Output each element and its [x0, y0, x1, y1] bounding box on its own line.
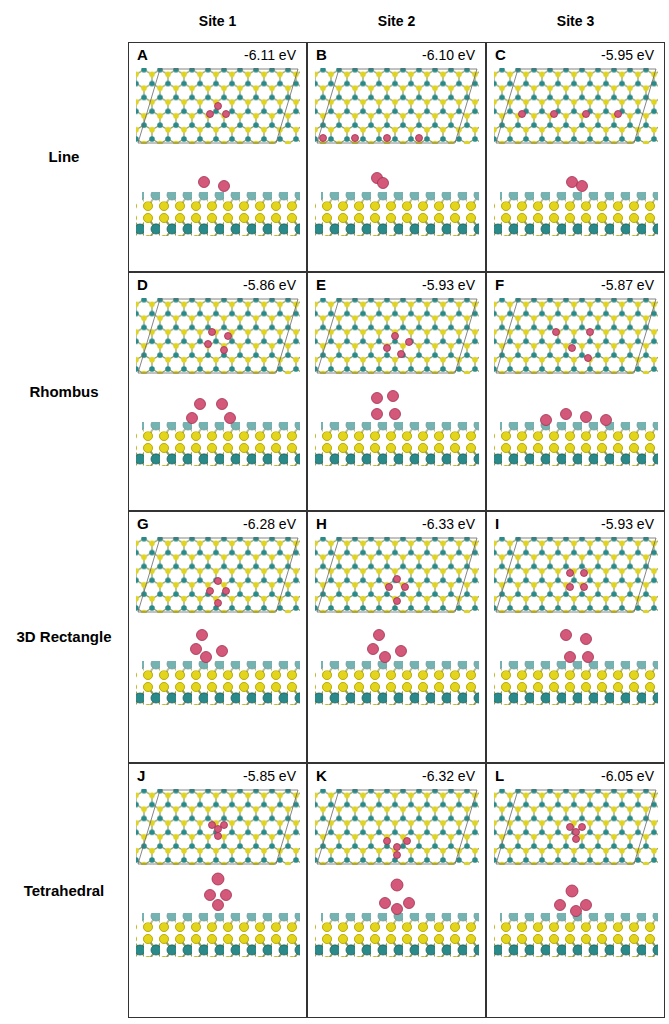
- column-header: Site 2: [376, 13, 417, 29]
- panel-art: [494, 68, 658, 236]
- energy-value: -5.86 eV: [241, 277, 298, 293]
- panel-letter: H: [314, 515, 329, 532]
- structure-panel: J -5.85 eV: [128, 763, 307, 1018]
- energy-value: -5.95 eV: [599, 47, 656, 63]
- panel-letter: A: [135, 46, 150, 63]
- structure-panel: D -5.86 eV: [128, 272, 307, 511]
- panel-art: [136, 789, 300, 957]
- structure-panel: A -6.11 eV: [128, 42, 307, 272]
- energy-value: -6.05 eV: [599, 768, 656, 784]
- row-label: Line: [47, 148, 82, 165]
- energy-value: -5.93 eV: [420, 277, 477, 293]
- energy-value: -5.85 eV: [241, 768, 298, 784]
- panel-letter: C: [493, 46, 508, 63]
- panel-art: [494, 789, 658, 957]
- column-header: Site 3: [555, 13, 596, 29]
- panel-art: [494, 298, 658, 466]
- row-label: Rhombus: [27, 383, 100, 400]
- row-label: Tetrahedral: [22, 882, 107, 899]
- energy-value: -5.87 eV: [599, 277, 656, 293]
- structure-panel: L -6.05 eV: [486, 763, 665, 1018]
- panel-letter: I: [493, 515, 501, 532]
- panel-art: [136, 68, 300, 236]
- panel-letter: G: [135, 515, 151, 532]
- structure-panel: E -5.93 eV: [307, 272, 486, 511]
- panel-art: [136, 298, 300, 466]
- panel-art: [315, 789, 479, 957]
- panel-art: [315, 537, 479, 705]
- energy-value: -6.32 eV: [420, 768, 477, 784]
- structure-panel: B -6.10 eV: [307, 42, 486, 272]
- energy-value: -5.93 eV: [599, 516, 656, 532]
- energy-value: -6.11 eV: [242, 47, 298, 63]
- panel-letter: K: [314, 767, 329, 784]
- structure-panel: H -6.33 eV: [307, 511, 486, 763]
- panel-art: [315, 298, 479, 466]
- panel-art: [494, 537, 658, 705]
- energy-value: -6.33 eV: [420, 516, 477, 532]
- structure-panel: F -5.87 eV: [486, 272, 665, 511]
- structure-panel: K -6.32 eV: [307, 763, 486, 1018]
- panel-letter: D: [135, 276, 150, 293]
- panel-letter: B: [314, 46, 329, 63]
- column-header: Site 1: [197, 13, 238, 29]
- structure-panel: G -6.28 eV: [128, 511, 307, 763]
- energy-value: -6.10 eV: [420, 47, 477, 63]
- panel-letter: E: [314, 276, 328, 293]
- panel-letter: F: [493, 276, 506, 293]
- panel-letter: L: [493, 767, 506, 784]
- structure-panel: C -5.95 eV: [486, 42, 665, 272]
- panel-art: [315, 68, 479, 236]
- structure-panel: I -5.93 eV: [486, 511, 665, 763]
- panel-art: [136, 537, 300, 705]
- row-label: 3D Rectangle: [14, 628, 113, 645]
- panel-letter: J: [135, 767, 147, 784]
- energy-value: -6.28 eV: [241, 516, 298, 532]
